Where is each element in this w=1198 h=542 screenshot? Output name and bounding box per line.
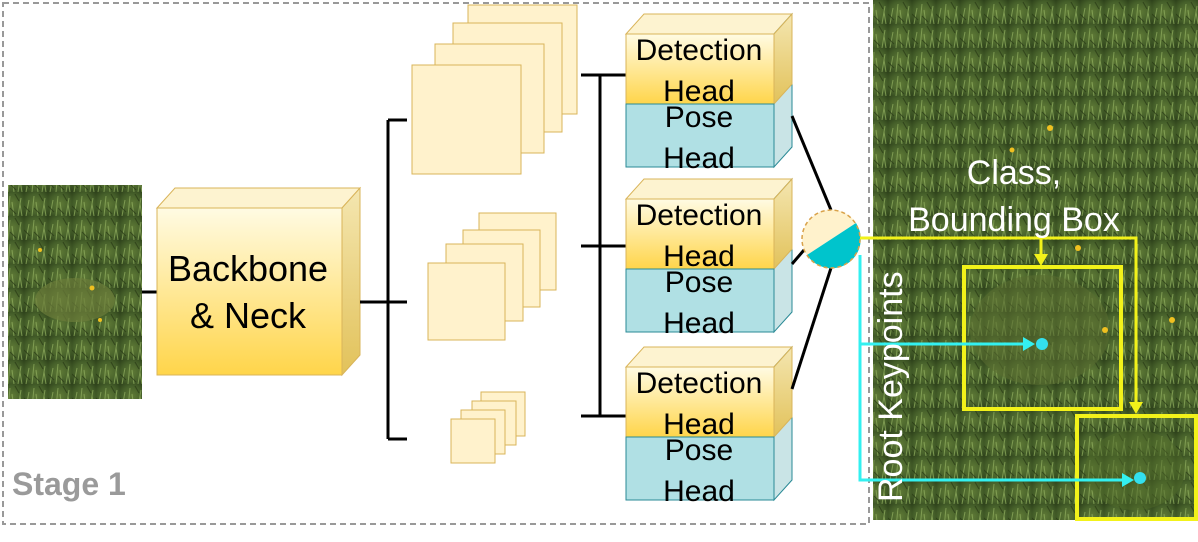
root-keypoint-arrows [858, 255, 1124, 482]
pose-head-2-line2: Head [663, 307, 735, 340]
keypoint-arrowhead-2 [1122, 473, 1134, 487]
head-block-2: Detection Head Pose Head [624, 177, 794, 340]
detection-head-1-line2: Head [663, 75, 735, 108]
head-block-3: Detection Head Pose Head [624, 345, 794, 508]
feature-map-stack-medium [427, 212, 557, 341]
merge-node [801, 209, 861, 269]
class-bbox-arrows [860, 236, 1138, 404]
head-bracket [581, 73, 626, 418]
feature-map-stack-small [450, 391, 526, 464]
detection-head-2 [625, 198, 775, 270]
pose-head-2-line1: Pose [665, 266, 733, 299]
pose-head-1 [625, 103, 775, 168]
root-keypoints-label: Root Keypoints [872, 271, 910, 502]
bounding-box-2 [1075, 414, 1198, 521]
backbone-label-line2: & Neck [190, 295, 307, 336]
head-block-1: Detection Head Pose Head [624, 12, 794, 175]
pose-head-3 [625, 436, 775, 501]
feature-map-stack-large [411, 4, 578, 175]
detection-head-2-line2: Head [663, 240, 735, 273]
output-image [873, 0, 1198, 520]
detection-head-3-line1: Detection [636, 367, 763, 400]
root-keypoint-2 [1134, 472, 1146, 484]
detection-head-2-line1: Detection [636, 199, 763, 232]
pose-head-1-line1: Pose [665, 101, 733, 134]
merge-lines [790, 115, 833, 390]
backbone-neck-block: Backbone & Neck [155, 186, 362, 377]
pose-head-1-line2: Head [663, 142, 735, 175]
feature-bracket [360, 118, 407, 441]
class-label-line2: Bounding Box [908, 201, 1120, 239]
input-image [8, 185, 142, 399]
bbox-arrowhead-2 [1129, 402, 1143, 414]
detection-head-1 [625, 33, 775, 105]
bounding-box-1 [962, 265, 1123, 411]
root-keypoint-1 [1036, 338, 1048, 350]
stage-frame [2, 2, 870, 525]
class-label-line1: Class, [967, 154, 1061, 192]
backbone-label-line1: Backbone [168, 248, 328, 289]
detection-head-3 [625, 366, 775, 438]
pose-head-3-line2: Head [663, 475, 735, 508]
detection-head-1-line1: Detection [636, 34, 763, 67]
pose-head-3-line1: Pose [665, 434, 733, 467]
stage-label: Stage 1 [12, 466, 126, 502]
keypoint-arrowhead-1 [1023, 337, 1035, 351]
pose-head-2 [625, 268, 775, 333]
bbox-arrowhead-1 [1034, 254, 1048, 266]
detection-head-3-line2: Head [663, 408, 735, 441]
